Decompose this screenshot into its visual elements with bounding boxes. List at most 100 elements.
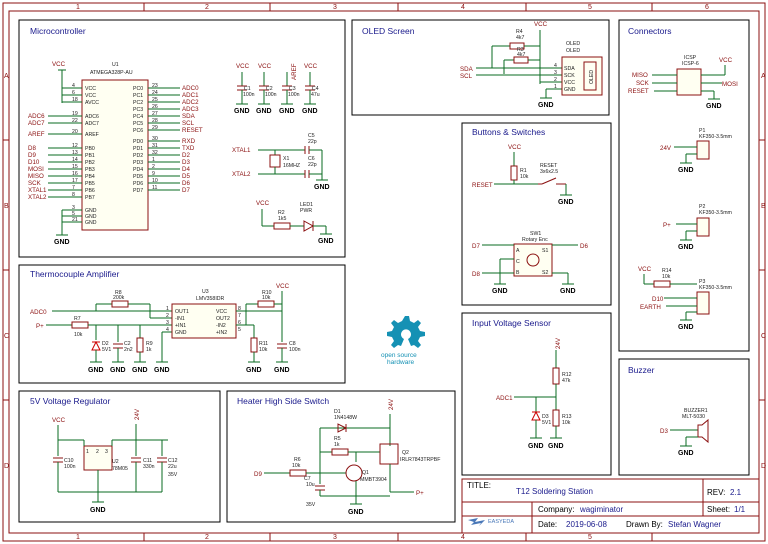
svg-text:VCC: VCC: [276, 283, 290, 290]
row-label: B: [761, 203, 766, 210]
opamp-u3: [171, 303, 237, 339]
mcu-net-label: D5: [182, 173, 190, 180]
mcu-pin-num: 21: [72, 217, 78, 223]
mcu-pin-num: 32: [152, 150, 158, 156]
svg-text:1k5: 1k5: [278, 216, 286, 222]
svg-text:S2: S2: [542, 270, 548, 276]
svg-text:1k: 1k: [334, 442, 340, 448]
opamp-pin-num: 7: [238, 313, 241, 319]
svg-text:LED1: LED1: [300, 202, 313, 208]
buzzer-section: Buzzer BUZZER1 MLT-5030 D3 GND: [618, 358, 750, 476]
mcu-pin-name: AREF: [85, 132, 99, 138]
mcu-pin-name: GND: [85, 214, 97, 220]
regulator-section: 5V Voltage Regulator VCC 24V U2 78M05 1 …: [18, 390, 221, 523]
svg-text:OLED: OLED: [589, 70, 595, 84]
mcu-net-label: D9: [28, 152, 36, 159]
reset-button[interactable]: [538, 177, 566, 185]
connector-p3: [696, 291, 710, 315]
svg-text:C10: C10: [64, 458, 74, 464]
svg-text:24V: 24V: [388, 398, 395, 410]
svg-text:GND: GND: [314, 184, 330, 191]
mcu-pin-name: PB0: [85, 146, 95, 152]
mcu-pin-num: 22: [72, 118, 78, 124]
svg-text:P2: P2: [699, 204, 705, 210]
mcu-net-label: SCL: [182, 120, 195, 127]
rotary-encoder[interactable]: [513, 243, 553, 277]
svg-text:D7: D7: [472, 243, 480, 250]
svg-text:VCC: VCC: [508, 144, 522, 151]
mcu-pin-name: PC5: [133, 121, 143, 127]
mcu-pin-num: 24: [152, 90, 158, 96]
section-title: 5V Voltage Regulator: [30, 396, 111, 406]
mcu-net-label: TXD: [182, 145, 195, 152]
svg-text:VCC: VCC: [638, 266, 652, 273]
svg-text:22p: 22p: [308, 139, 317, 145]
mcu-pin-name: PD6: [133, 181, 143, 187]
svg-text:GND: GND: [54, 239, 70, 246]
mcu-pin-num: 4: [72, 83, 75, 89]
mcu-pin-name: PB5: [85, 181, 95, 187]
row-label: A: [761, 73, 766, 80]
svg-text:GND: GND: [88, 367, 104, 374]
svg-text:U3: U3: [202, 289, 209, 295]
mcu-pin-num: 5: [72, 211, 75, 217]
gnd-row: GND GND GND GND: [88, 361, 170, 374]
mcu-net-label: D6: [182, 180, 190, 187]
oshw-line2: hardware: [387, 359, 414, 366]
svg-text:R12: R12: [562, 372, 572, 378]
opamp-pin-num: 6: [238, 320, 241, 326]
mcu-net-label: D7: [182, 187, 190, 194]
mcu-net-label: ADC6: [28, 113, 45, 120]
svg-text:D3: D3: [542, 414, 549, 420]
mcu-pin-num: 20: [72, 129, 78, 135]
svg-text:SCK: SCK: [636, 80, 650, 87]
svg-text:C: C: [516, 259, 520, 265]
easyeda-logo-text: EASYEDA: [488, 519, 514, 525]
col-label: 2: [205, 534, 209, 541]
mcu-pin-name: PC6: [133, 128, 143, 134]
col-label: 4: [461, 4, 465, 11]
svg-text:200k: 200k: [113, 295, 125, 301]
svg-text:D6: D6: [580, 243, 588, 250]
oshw-line1: open source: [381, 352, 417, 359]
thermocouple-section: Thermocouple Amplifier ADC0 P+ R7 10k R8…: [18, 264, 346, 384]
svg-text:GND: GND: [706, 103, 722, 110]
svg-text:R5: R5: [334, 436, 341, 442]
svg-text:VCC: VCC: [52, 61, 66, 68]
svg-text:R3: R3: [517, 47, 524, 53]
cap-value: 100n: [288, 92, 300, 98]
opamp-pin-name: -IN1: [175, 316, 185, 322]
svg-text:GND: GND: [558, 199, 574, 206]
svg-text:R1: R1: [520, 168, 527, 174]
svg-text:RESET: RESET: [540, 163, 558, 169]
oled-pin-num: 1: [554, 84, 557, 90]
oled-pin-name: SDA: [564, 66, 575, 72]
svg-text:PWR: PWR: [300, 208, 312, 214]
mcu-net-label: ADC7: [28, 120, 45, 127]
mcu-pin-num: 16: [72, 171, 78, 177]
heater-section: Heater High Side Switch 24V D1 1N4148W R…: [226, 390, 456, 523]
svg-text:OLED: OLED: [566, 48, 580, 54]
mcu-pin-num: 1: [152, 157, 155, 163]
svg-text:A: A: [516, 248, 520, 254]
mcu-pin-num: 6: [72, 90, 75, 96]
svg-text:35V: 35V: [306, 502, 316, 508]
svg-text:24V: 24V: [555, 337, 562, 349]
svg-text:Rotary Enc: Rotary Enc: [522, 237, 548, 243]
mcu-pin-num: 9: [152, 171, 155, 177]
mcu-pin-name: PD1: [133, 146, 143, 152]
mcu-pin-name: PD5: [133, 174, 143, 180]
opamp-pin-name: OUT1: [175, 309, 189, 315]
mcu-pin-num: 10: [152, 178, 158, 184]
transistor-q1: [345, 464, 363, 482]
svg-text:35V: 35V: [168, 472, 178, 478]
oled-module: [561, 56, 603, 96]
svg-text:D3: D3: [660, 428, 668, 435]
mcu-pin-num: 12: [72, 143, 78, 149]
svg-text:2n2: 2n2: [124, 347, 133, 353]
mcu-pin-num: 11: [152, 185, 157, 191]
section-title: Buttons & Switches: [472, 127, 545, 137]
